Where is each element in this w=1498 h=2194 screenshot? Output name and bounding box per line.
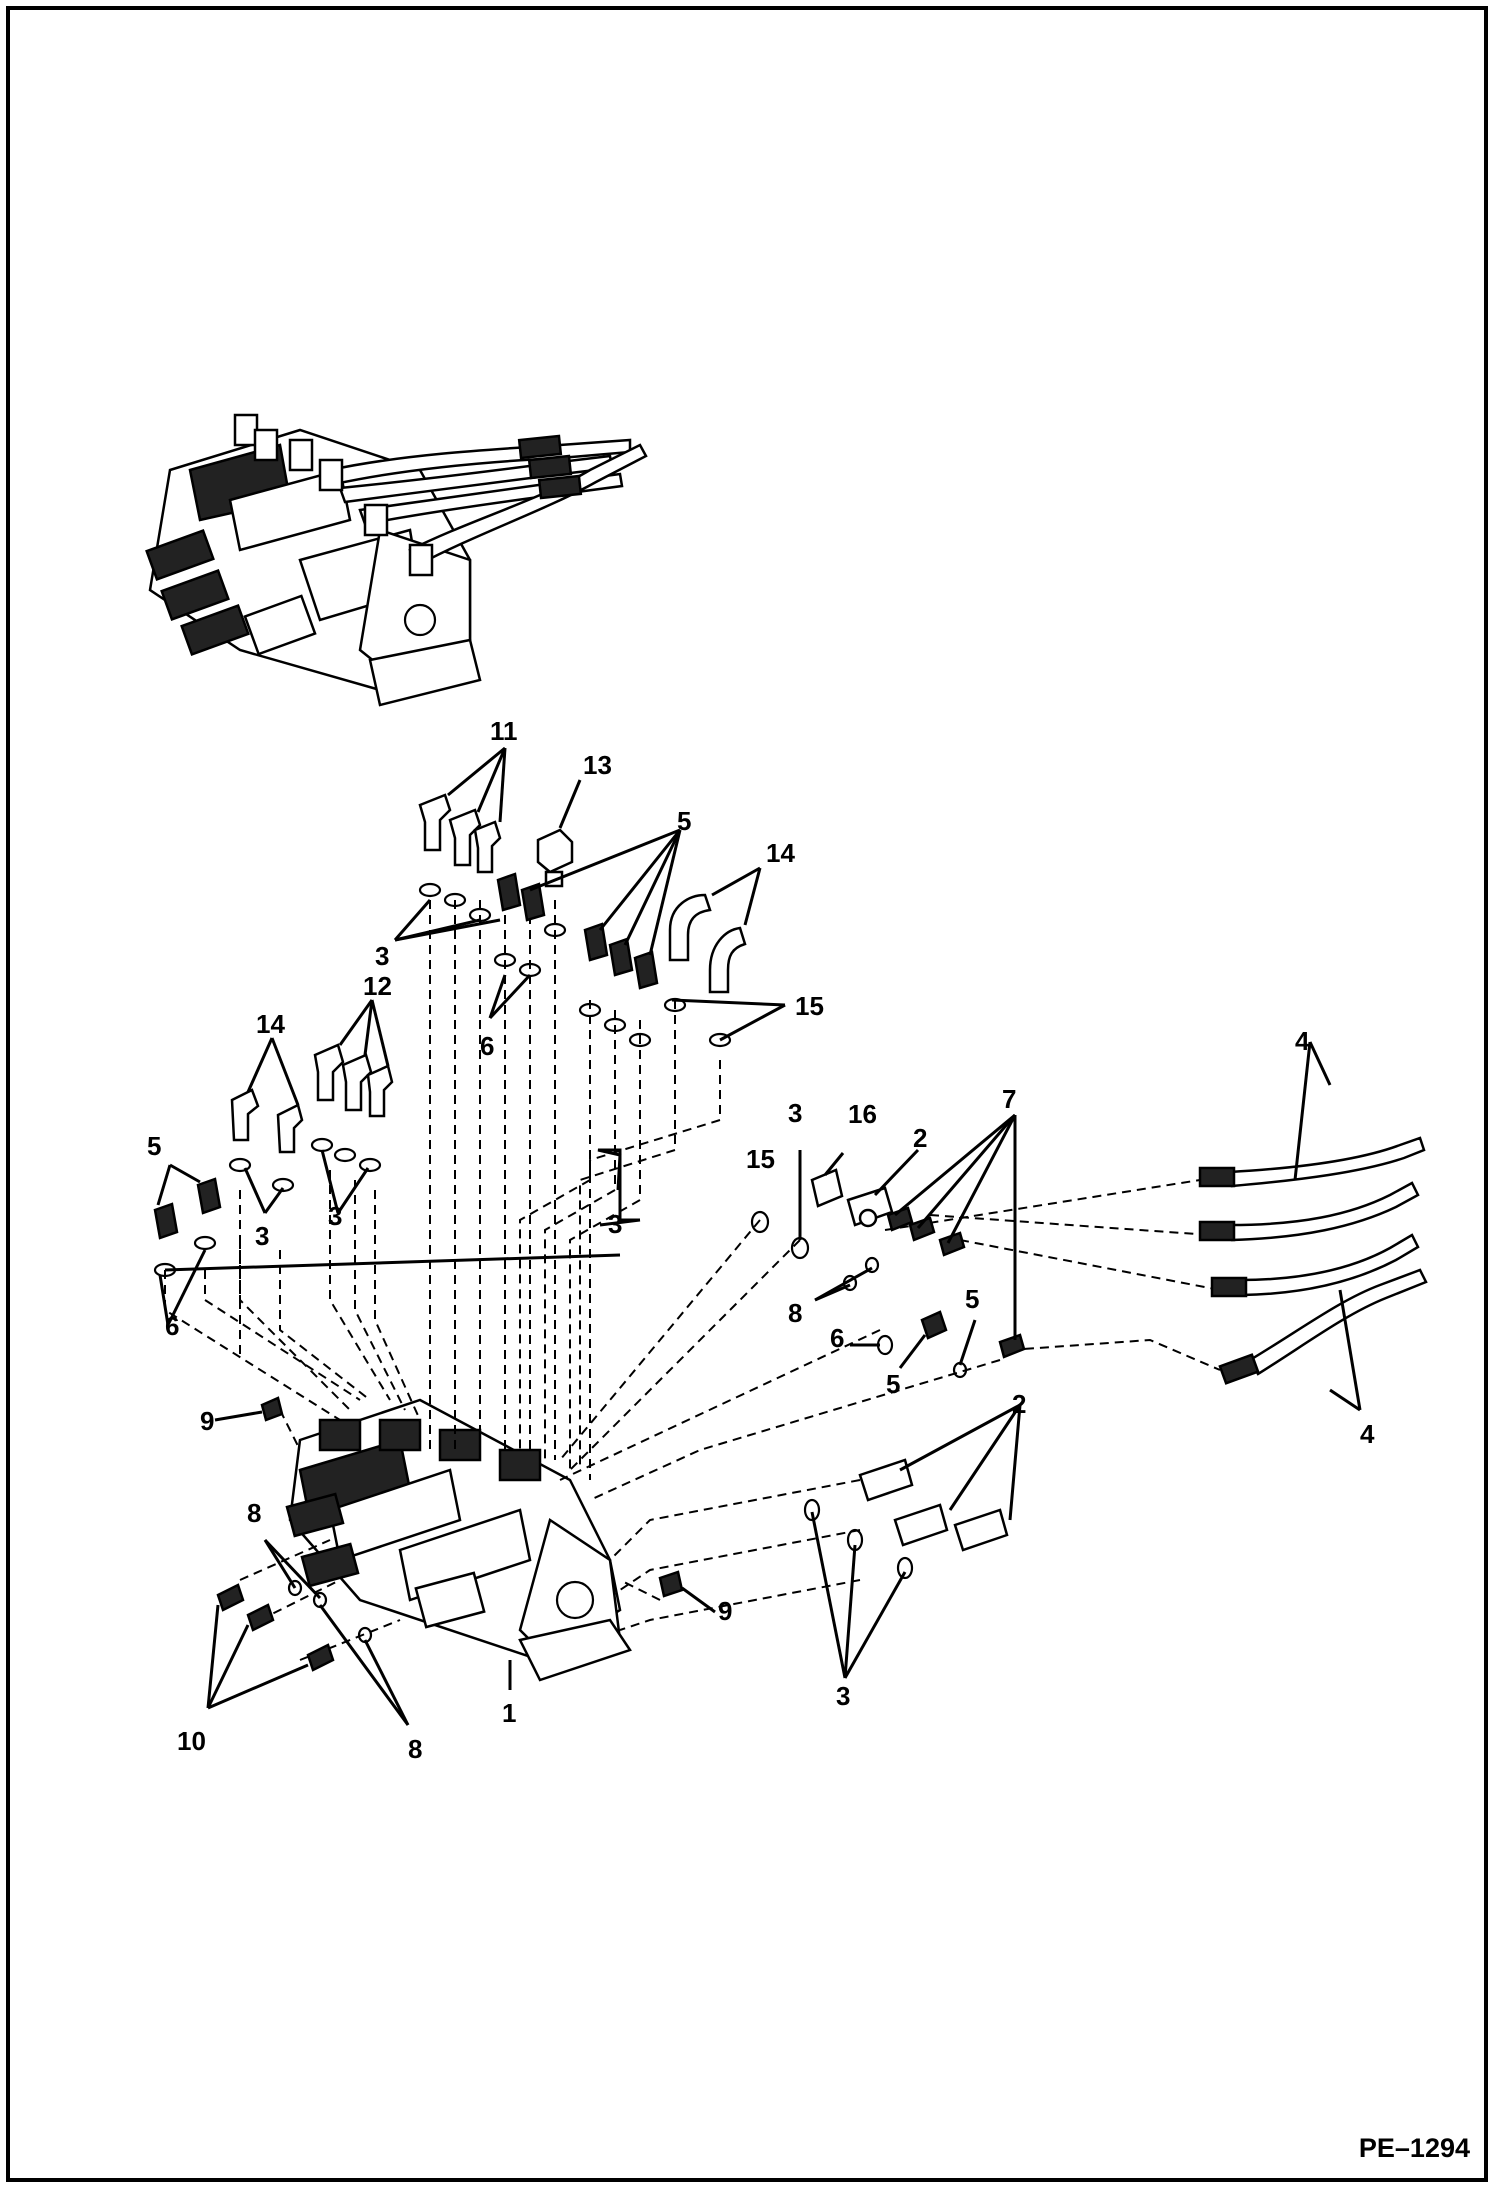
callout-3: 3 <box>608 1209 622 1239</box>
fittings-group-5-mid <box>920 1310 948 1340</box>
leader-lines <box>156 746 1362 1726</box>
elbow-fittings-14-top <box>668 893 747 994</box>
callout-15: 15 <box>746 1144 775 1174</box>
callout-5: 5 <box>677 806 691 836</box>
callout-2: 2 <box>1012 1389 1026 1419</box>
callout-8: 8 <box>788 1298 802 1328</box>
callout-5: 5 <box>147 1131 161 1161</box>
drawing-code: PE–1294 <box>1358 2133 1470 2163</box>
callout-3: 3 <box>328 1201 342 1231</box>
callout-7: 7 <box>1002 1084 1016 1114</box>
drawing-border <box>6 6 1488 2182</box>
callout-13: 13 <box>583 750 612 780</box>
callout-3: 3 <box>788 1098 802 1128</box>
fittings-group-11 <box>418 793 502 874</box>
callout-15: 15 <box>795 991 824 1021</box>
callout-6: 6 <box>165 1311 179 1341</box>
valve-body <box>285 1398 632 1682</box>
elbow-fittings-14-left <box>230 1088 304 1154</box>
fittings-group-12 <box>313 1043 394 1118</box>
callouts: 11 13 5 14 3 12 6 15 14 4 5 3 3 3 15 3 1… <box>147 716 1375 1764</box>
fittings-group-10 <box>216 1583 335 1672</box>
callout-6: 6 <box>830 1323 844 1353</box>
callout-10: 10 <box>177 1726 206 1756</box>
fitting-16 <box>810 1168 844 1208</box>
callout-9: 9 <box>718 1596 732 1626</box>
callout-8: 8 <box>408 1734 422 1764</box>
routing-lines <box>164 900 1221 1661</box>
callout-5: 5 <box>886 1369 900 1399</box>
fittings-group-2-lower <box>858 1458 1009 1552</box>
callout-3: 3 <box>255 1221 269 1251</box>
plugs-9 <box>260 1396 684 1598</box>
callout-3: 3 <box>375 941 389 971</box>
callout-12: 12 <box>363 971 392 1001</box>
fittings-group-5-left <box>153 1177 222 1240</box>
callout-11: 11 <box>490 716 518 746</box>
callout-2: 2 <box>913 1123 927 1153</box>
callout-6: 6 <box>480 1031 494 1061</box>
callout-4: 4 <box>1360 1419 1375 1449</box>
callout-9: 9 <box>200 1406 214 1436</box>
callout-14: 14 <box>256 1009 285 1039</box>
callout-14: 14 <box>766 838 795 868</box>
fittings-group-5-top <box>496 872 659 990</box>
callout-3: 3 <box>836 1681 850 1711</box>
callout-4: 4 <box>1295 1026 1310 1056</box>
hoses-4 <box>1198 1136 1428 1385</box>
assembled-valve-inset <box>145 413 648 707</box>
callout-5: 5 <box>965 1284 979 1314</box>
callout-8: 8 <box>247 1498 261 1528</box>
fitting-13 <box>536 828 574 888</box>
fittings-group-2-top <box>846 1186 894 1228</box>
callout-16: 16 <box>848 1099 877 1129</box>
callout-1: 1 <box>502 1698 516 1728</box>
